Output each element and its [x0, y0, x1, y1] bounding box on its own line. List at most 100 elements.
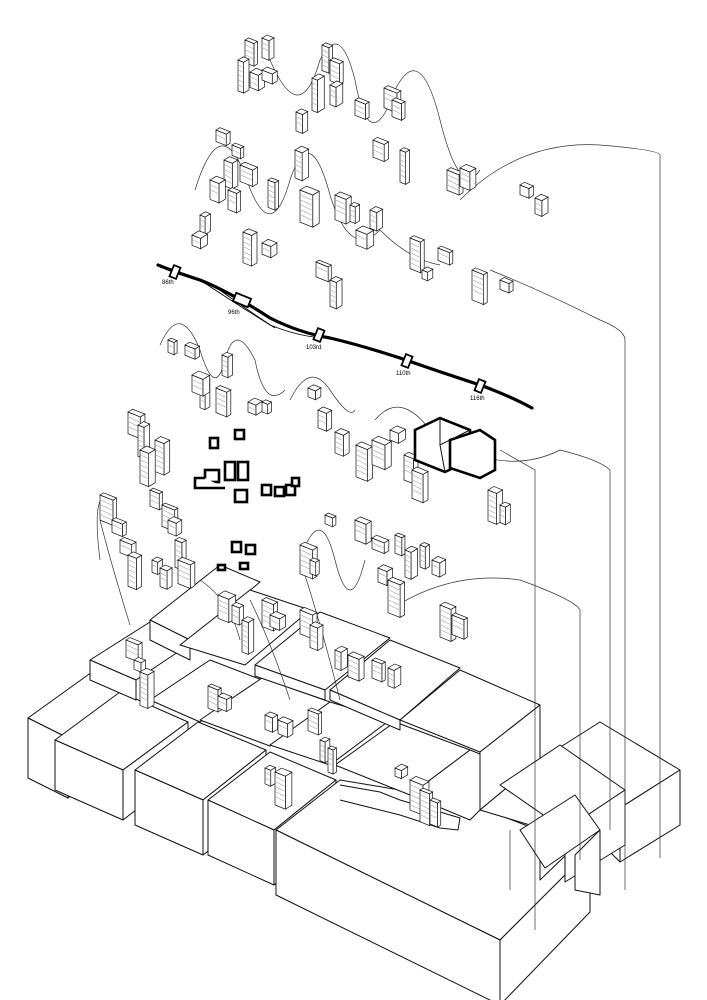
building	[329, 80, 344, 108]
highlighted-buildings	[193, 416, 497, 572]
building	[149, 487, 164, 511]
building	[261, 34, 275, 61]
building	[261, 399, 273, 415]
building	[429, 797, 442, 828]
building	[217, 692, 233, 713]
building	[139, 667, 155, 710]
building	[249, 67, 266, 92]
building	[355, 441, 374, 482]
block	[399, 669, 541, 811]
building	[317, 406, 333, 432]
building	[334, 428, 350, 457]
building	[329, 276, 343, 310]
building	[534, 193, 549, 218]
building	[239, 161, 259, 188]
building	[399, 147, 411, 185]
building	[419, 542, 431, 570]
building	[327, 745, 338, 775]
building	[421, 266, 434, 282]
building	[247, 397, 264, 416]
block	[254, 611, 391, 701]
building	[191, 230, 209, 250]
building	[437, 245, 454, 266]
building	[167, 337, 178, 356]
building	[127, 551, 143, 591]
building	[215, 127, 231, 147]
building	[394, 763, 409, 780]
building	[431, 556, 447, 578]
building-clusters	[99, 34, 549, 828]
building	[294, 145, 310, 182]
building	[139, 445, 156, 488]
building	[411, 466, 429, 504]
station-label: 86th	[162, 280, 174, 286]
building	[349, 201, 361, 225]
building	[277, 716, 294, 739]
building	[315, 259, 333, 283]
building	[261, 66, 279, 85]
building	[371, 657, 387, 683]
building	[499, 277, 514, 294]
building	[221, 351, 234, 379]
station-116: 116th	[470, 377, 487, 402]
building	[167, 516, 183, 537]
building	[394, 532, 406, 557]
building	[191, 370, 211, 397]
building	[177, 556, 196, 590]
building	[274, 767, 293, 810]
building	[334, 645, 349, 672]
station-marker	[400, 352, 414, 370]
building	[227, 187, 242, 214]
building	[329, 57, 344, 86]
building	[334, 191, 352, 225]
building	[151, 556, 164, 576]
building	[242, 228, 258, 267]
building	[409, 235, 425, 274]
building	[154, 436, 171, 476]
station-103: 103rd	[306, 326, 326, 351]
building	[159, 564, 173, 590]
building	[354, 97, 370, 121]
building	[299, 185, 320, 228]
building	[354, 516, 372, 545]
building	[391, 97, 406, 121]
building	[264, 711, 279, 733]
building	[369, 206, 384, 232]
base-blocks	[27, 564, 681, 1000]
station-marker	[312, 326, 326, 344]
station-marker	[231, 291, 253, 309]
building	[307, 384, 322, 401]
building	[184, 341, 201, 360]
building	[471, 267, 489, 306]
building	[267, 177, 280, 211]
building	[347, 651, 365, 682]
building	[223, 156, 239, 190]
building	[387, 663, 402, 689]
station-label: 103rd	[306, 345, 321, 351]
building	[125, 637, 143, 663]
building	[295, 108, 309, 135]
highlight-cluster-large	[413, 416, 497, 480]
building	[372, 136, 390, 163]
building	[111, 517, 128, 538]
building	[499, 501, 512, 526]
station-96: 96th	[228, 291, 253, 316]
building	[451, 612, 469, 640]
building	[371, 435, 393, 471]
building	[519, 181, 535, 199]
building	[324, 512, 337, 528]
building	[404, 545, 419, 580]
building	[319, 736, 331, 764]
station-86: 86th	[162, 263, 182, 286]
building	[264, 764, 277, 787]
subway-stations: 86th 96th 103rd 110th 116th	[162, 263, 487, 402]
building	[459, 163, 477, 191]
building	[309, 621, 324, 652]
building	[355, 225, 375, 250]
building	[215, 385, 232, 418]
building	[241, 616, 255, 656]
highlight-cluster-small	[193, 428, 301, 572]
station-label: 110th	[396, 371, 411, 377]
building	[199, 211, 212, 235]
